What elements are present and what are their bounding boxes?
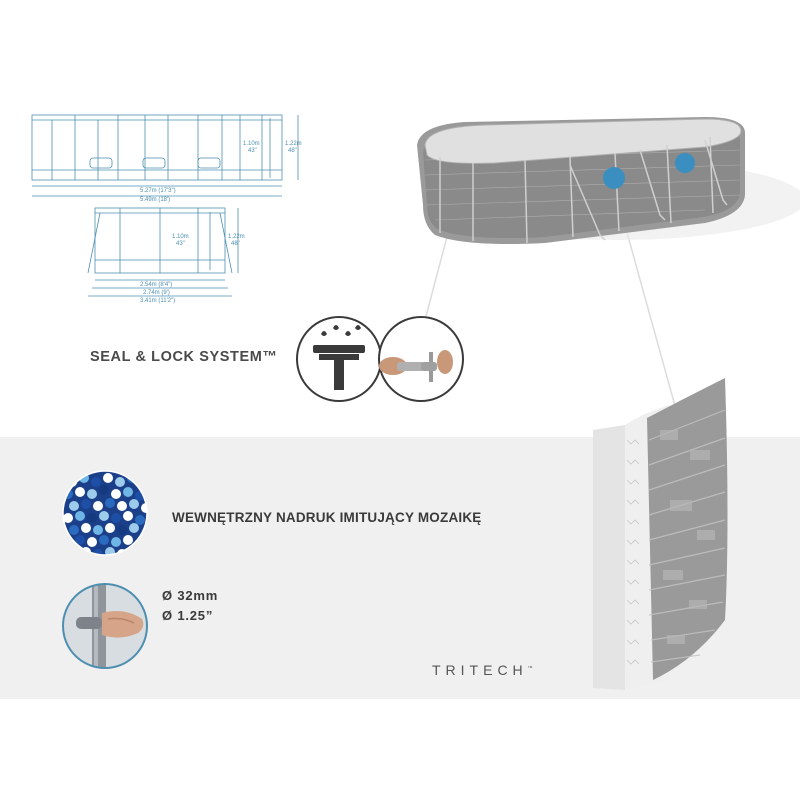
tritech-trademark: ™ (527, 665, 533, 672)
side-height-outer: 1.22m (228, 234, 245, 240)
seal-lock-label: SEAL & LOCK SYSTEM™ (90, 349, 278, 365)
tritech-text: TRITECH (432, 662, 528, 678)
seal-lock-icon (296, 316, 464, 402)
top-height-outer-in: 48" (288, 148, 297, 154)
side-height-inner: 1.10m (172, 234, 189, 240)
top-height-outer: 1.22m (285, 141, 302, 147)
mosaic-icon (62, 470, 148, 556)
side-width-3: 3.41m (11'2") (140, 298, 175, 304)
above-ground-pool (417, 117, 800, 244)
side-width-2: 2.74m (9') (143, 290, 170, 296)
top-height-inner: 1.10m (243, 141, 260, 147)
top-width-inner: 5.27m (17'3") (140, 188, 176, 194)
top-height-inner-in: 43" (248, 148, 257, 154)
side-width-1: 2.54m (8'4") (140, 282, 172, 288)
pipe-diameter-in: Ø 1.25” (162, 608, 214, 623)
mosaic-label: WEWNĘTRZNY NADRUK IMITUJĄCY MOZAIKĘ (172, 510, 482, 525)
pool-diagram: 1.10m 43" 1.22m 48" 5.27m (17'3") 5.49m … (31, 114, 302, 304)
pool-port (603, 167, 625, 189)
top-width-outer: 5.49m (18') (140, 197, 170, 203)
tritech-wall-icon (593, 378, 728, 690)
pool-port (675, 153, 695, 173)
pipe-diameter-mm: Ø 32mm (162, 588, 219, 603)
tritech-label: TRITECH™ (432, 662, 533, 678)
side-height-outer-in: 48" (231, 241, 240, 247)
side-height-inner-in: 43" (176, 241, 185, 247)
pipe-grip-icon (62, 583, 148, 669)
